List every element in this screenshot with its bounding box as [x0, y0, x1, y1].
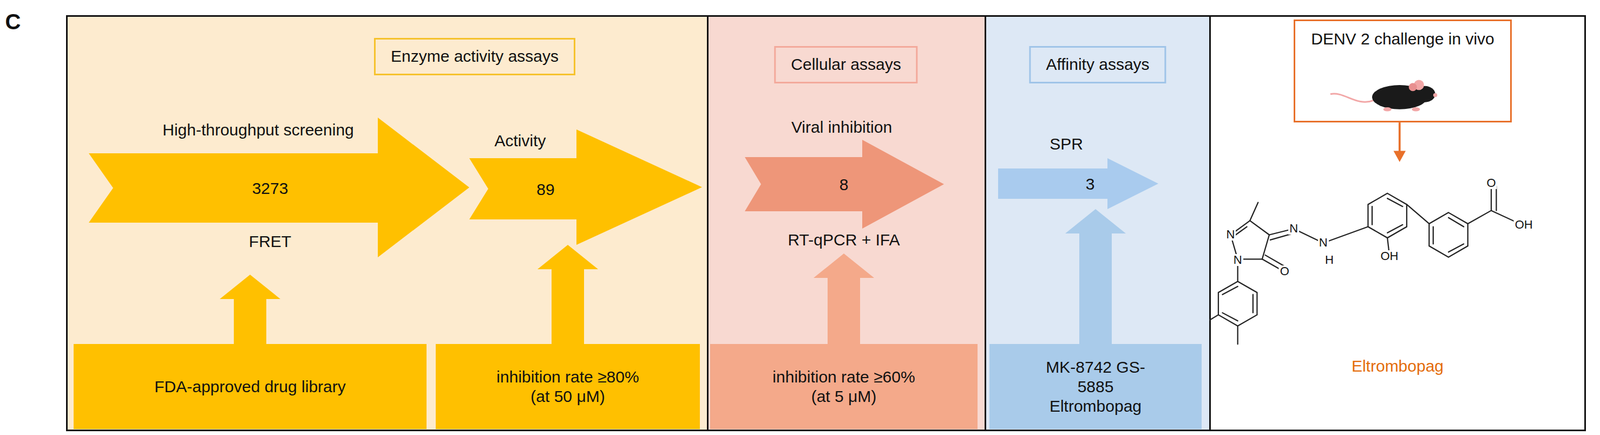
atom-label: N [1225, 228, 1237, 241]
arrow-body [88, 117, 470, 258]
stage-arrow: Viral inhibition 8RT-qPCR + IFA [744, 117, 944, 254]
mouse-icon [1330, 80, 1438, 112]
box-text: inhibition rate ≥60% (at 5 μM) [762, 366, 926, 406]
atom-label: OH [1513, 218, 1534, 231]
panel-title: Affinity assays [1028, 46, 1166, 84]
assay-panel: Enzyme activity assaysHigh-throughput sc… [66, 15, 707, 431]
arrow-body [469, 129, 703, 245]
block-arrow [1065, 208, 1126, 344]
panel-title: Enzyme activity assays [374, 37, 576, 76]
count-number: 89 [536, 180, 555, 199]
panel-letter: C [5, 10, 22, 33]
block-arrow [219, 274, 281, 344]
atom-label: H [1323, 253, 1335, 266]
panel-title: DENV 2 challenge in vivo [1293, 19, 1512, 123]
criteria-box: FDA-approved drug library [73, 343, 427, 429]
arrow-body [998, 158, 1159, 209]
stage-label: Activity [494, 131, 546, 150]
atom-label: N [1317, 236, 1329, 249]
atom-label: O [1485, 176, 1497, 189]
arrow-shape [998, 158, 1159, 209]
stage-arrow: High-throughput screening 3273FRET [88, 117, 470, 275]
box-text: inhibition rate ≥80% (at 50 μM) [486, 366, 649, 406]
down-arrow [1393, 122, 1406, 162]
atom-label: OH [1379, 250, 1400, 262]
molecule-structure [1209, 184, 1522, 344]
stage-arrow: SPR 3 [998, 133, 1159, 209]
atom-label: N [1232, 253, 1244, 266]
panel-title: Cellular assays [774, 46, 918, 84]
stage-label: RT-qPCR + IFA [787, 230, 900, 249]
block-arrow [813, 253, 875, 344]
stage-arrow: Activity 89 [469, 129, 703, 245]
candidate-box: MK-8742 GS-5885 Eltrombopag [989, 343, 1202, 429]
count-number: 3273 [252, 179, 289, 198]
count-number: 3 [1085, 174, 1095, 193]
assay-panel: Cellular assaysViral inhibition 8RT-qPCR … [706, 15, 985, 431]
atom-label: O [1279, 265, 1291, 278]
atom-label: N [1288, 222, 1300, 235]
criteria-box: inhibition rate ≥80% (at 50 μM) [435, 343, 700, 429]
block-arrow [537, 244, 599, 344]
stage-label: Viral inhibition [791, 117, 893, 136]
arrow-body [744, 139, 944, 229]
count-number: 8 [839, 175, 849, 194]
box-text: FDA-approved drug library [154, 376, 346, 397]
stage-label: High-throughput screening [162, 120, 354, 139]
stage-label: SPR [1049, 134, 1084, 153]
box-text: MK-8742 GS-5885 Eltrombopag [1044, 357, 1147, 416]
assay-panel: Affinity assaysSPR 3MK-8742 GS-5885 Eltro… [984, 15, 1210, 431]
criteria-box: inhibition rate ≥60% (at 5 μM) [710, 343, 978, 429]
stage-label: FRET [248, 232, 292, 251]
drug-name: Eltrombopag [1351, 357, 1444, 375]
